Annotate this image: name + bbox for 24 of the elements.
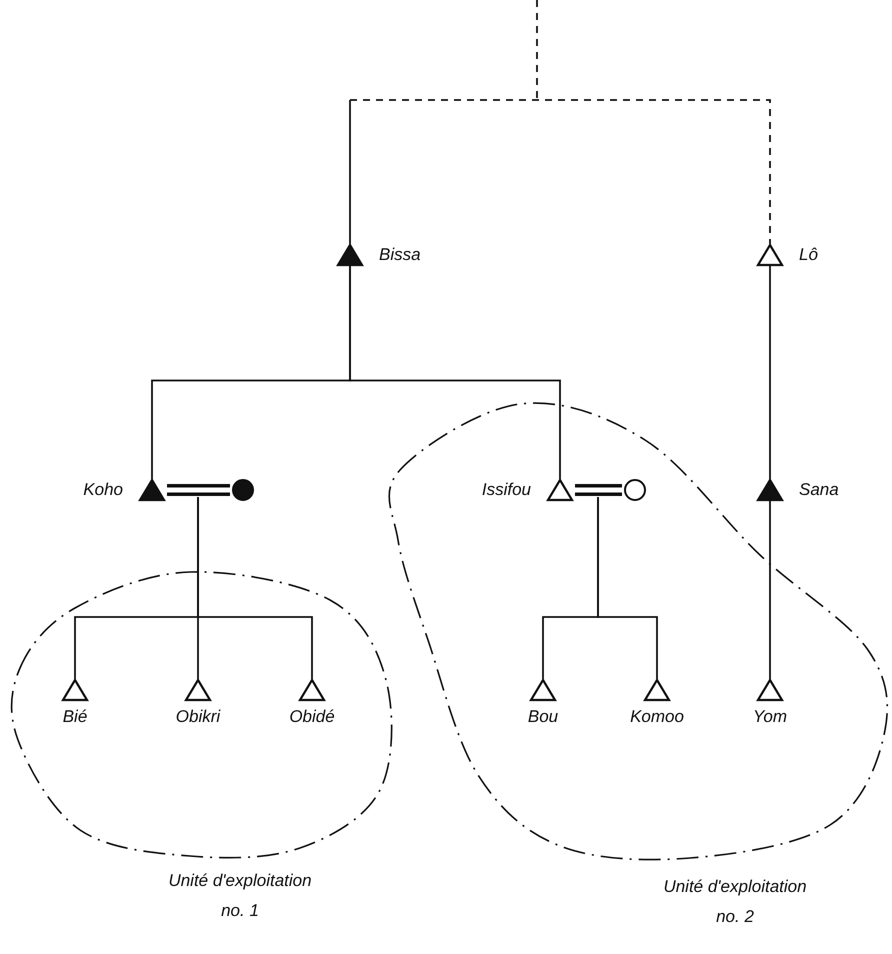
circle-symbol (624, 479, 646, 501)
circle-symbol (232, 479, 254, 501)
person-name: Koho (83, 480, 123, 500)
descent-line (349, 0, 771, 245)
descent-line (769, 501, 771, 679)
unit-caption: Unité d'exploitation no. 1 (167, 870, 313, 922)
marriage-sign (167, 484, 230, 496)
person-name: Lô (799, 245, 818, 265)
marriage-sign (575, 484, 622, 496)
person-name: Yom (752, 707, 788, 727)
person-name: Bou (528, 707, 558, 727)
person-name: Obidé (289, 707, 335, 727)
descent-line (197, 497, 313, 679)
unit-caption: Unité d'exploitation no. 2 (662, 876, 808, 928)
descent-line (597, 497, 658, 679)
person-name: Bissa (379, 245, 421, 265)
person-name: Bié (62, 707, 88, 727)
descent-line (349, 266, 561, 479)
person-name: Issifou (482, 480, 531, 500)
descent-line (769, 266, 771, 479)
person-name: Obikri (176, 707, 220, 727)
person-name: Komoo (630, 707, 684, 727)
descent-line (349, 100, 351, 244)
person-name: Sana (799, 480, 839, 500)
